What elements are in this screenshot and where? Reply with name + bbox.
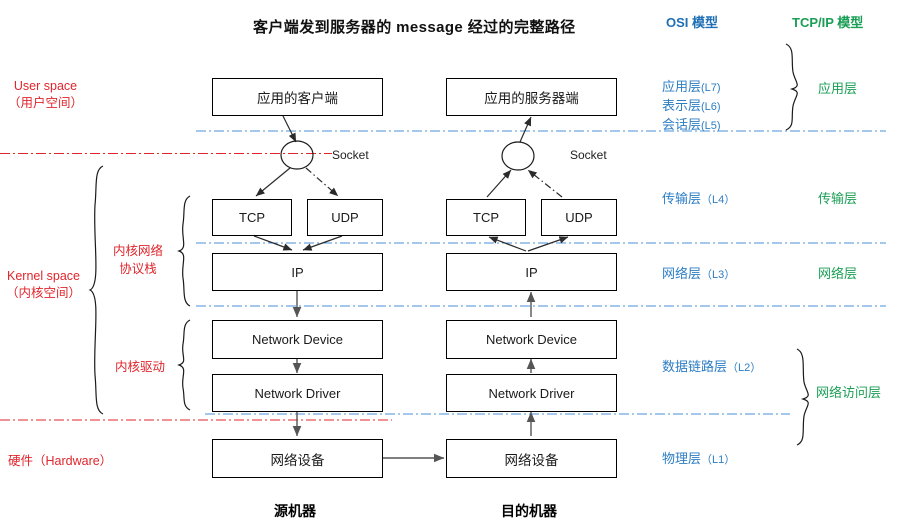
box-dest-tcp[interactable]: TCP — [446, 199, 526, 236]
arrow-tcp-to-socket — [486, 169, 512, 198]
box-dest-udp[interactable]: UDP — [541, 199, 617, 236]
box-source-network-driver[interactable]: Network Driver — [212, 374, 383, 412]
box-source-udp[interactable]: UDP — [307, 199, 383, 236]
annotation-kernel-driver: 内核驱动 — [114, 360, 165, 374]
box-source-network-device[interactable]: Network Device — [212, 320, 383, 359]
annotation-kernel-space-en: Kernel space — [7, 269, 80, 283]
arrow-ip-to-udp — [527, 236, 569, 252]
annotation-kernel-net-stack-line1: 内核网络 — [112, 244, 163, 258]
osi-layer-l5: 会话层(L5) — [662, 114, 721, 133]
osi-layer-l6-code: (L6) — [701, 101, 721, 113]
arrow-udp-to-socket — [527, 169, 563, 198]
arrow-tcp-to-ip — [253, 235, 293, 251]
header-tcpip: TCP/IP 模型 — [792, 15, 864, 30]
box-dest-ip[interactable]: IP — [446, 253, 617, 291]
osi-layer-l3-name: 网络层 — [662, 266, 702, 281]
osi-layer-l3-code: （L3） — [701, 269, 736, 281]
socket-label-source: Socket — [332, 148, 369, 162]
annotation-hardware: 硬件（Hardware） — [8, 454, 113, 468]
osi-layer-l1: 物理层（L1） — [662, 448, 735, 467]
osi-layer-l1-name: 物理层 — [662, 451, 702, 466]
osi-layer-l2-code: （L2） — [727, 362, 762, 374]
annotation-kernel-net-stack-line2: 协议栈 — [119, 262, 157, 276]
arrow-socket-to-tcp — [255, 167, 291, 197]
box-source-hw-device[interactable]: 网络设备 — [212, 439, 383, 478]
page-title: 客户端发到服务器的 message 经过的完整路径 — [253, 19, 576, 36]
arrow-socket-to-server — [519, 116, 532, 143]
osi-layer-l2: 数据链路层（L2） — [662, 356, 761, 375]
arrow-ip-to-tcp — [488, 236, 527, 252]
box-app-client[interactable]: 应用的客户端 — [212, 78, 383, 116]
arrow-socket-to-udp — [305, 167, 339, 197]
box-source-tcp[interactable]: TCP — [212, 199, 292, 236]
socket-circle-source — [280, 140, 314, 170]
annotation-user-space-en: User space — [13, 79, 78, 93]
caption-source-machine: 源机器 — [274, 503, 316, 519]
socket-circle-dest — [501, 141, 535, 171]
brace-kernel-net-stack — [177, 195, 191, 307]
socket-label-dest: Socket — [570, 148, 607, 162]
osi-layer-l5-code: (L5) — [701, 120, 721, 132]
osi-layer-l1-code: （L1） — [701, 454, 736, 466]
header-osi: OSI 模型 — [666, 15, 719, 30]
annotation-user-space: User space （用户空间） — [8, 78, 83, 112]
brace-tcpip-application — [785, 43, 798, 131]
osi-layer-l6-name: 表示层 — [662, 98, 702, 113]
annotation-user-space-cn: （用户空间） — [8, 96, 84, 110]
osi-layer-l4-name: 传输层 — [662, 191, 702, 206]
arrow-udp-to-ip — [302, 235, 343, 251]
osi-layer-l7: 应用层(L7) — [662, 76, 721, 95]
tcpip-layer-transport: 传输层 — [818, 191, 858, 206]
brace-tcpip-network-access — [796, 348, 809, 446]
box-app-server[interactable]: 应用的服务器端 — [446, 78, 617, 116]
caption-dest-machine: 目的机器 — [501, 503, 557, 519]
osi-layer-l7-name: 应用层 — [662, 79, 702, 94]
annotation-kernel-space: Kernel space （内核空间） — [6, 268, 81, 302]
osi-layer-l4-code: （L4） — [701, 194, 736, 206]
osi-layer-l4: 传输层（L4） — [662, 188, 735, 207]
annotation-kernel-net-stack: 内核网络 协议栈 — [98, 242, 178, 278]
osi-layer-l2-name: 数据链路层 — [662, 359, 728, 374]
box-source-ip[interactable]: IP — [212, 253, 383, 291]
tcpip-layer-network-access: 网络访问层 — [816, 385, 882, 400]
brace-kernel-driver — [177, 319, 191, 411]
osi-layer-l5-name: 会话层 — [662, 117, 702, 132]
box-dest-network-device[interactable]: Network Device — [446, 320, 617, 359]
tcpip-layer-internet: 网络层 — [818, 266, 858, 281]
box-dest-hw-device[interactable]: 网络设备 — [446, 439, 617, 478]
arrow-client-to-socket — [282, 115, 297, 143]
osi-layer-l3: 网络层（L3） — [662, 263, 735, 282]
box-dest-network-driver[interactable]: Network Driver — [446, 374, 617, 412]
tcpip-layer-application: 应用层 — [818, 81, 858, 96]
brace-kernel-space — [88, 165, 104, 415]
annotation-kernel-space-cn: （内核空间） — [6, 286, 82, 300]
osi-layer-l6: 表示层(L6) — [662, 95, 721, 114]
osi-layer-l7-code: (L7) — [701, 82, 721, 94]
